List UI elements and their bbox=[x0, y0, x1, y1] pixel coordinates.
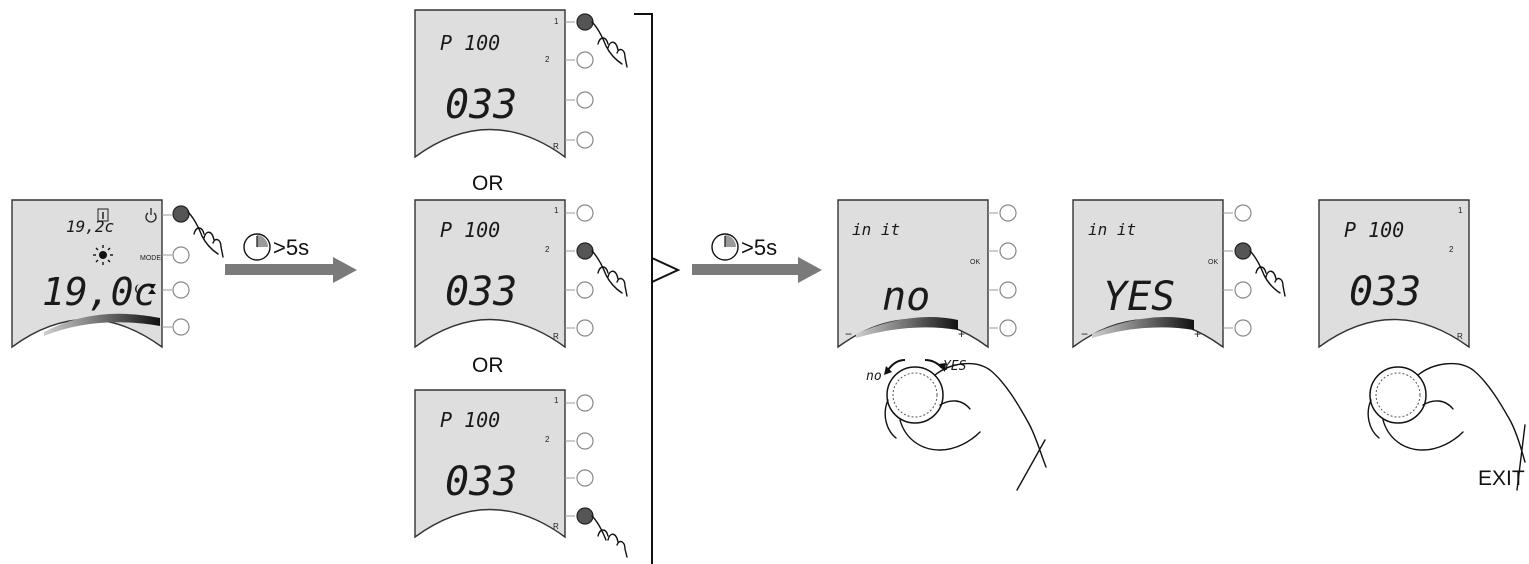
param-code: P 100 bbox=[1344, 218, 1404, 242]
button-r-label: R bbox=[1457, 332, 1463, 341]
thermometer-icon bbox=[97, 208, 109, 222]
power-button[interactable] bbox=[172, 205, 190, 223]
power-level-bar bbox=[44, 313, 160, 336]
plus-label: + bbox=[958, 327, 965, 341]
measured-temperature: 19,2c bbox=[66, 217, 114, 236]
init-yes-display: in it OK YES − + bbox=[1072, 199, 1286, 349]
button-1-label: 1 bbox=[554, 396, 559, 405]
button-r[interactable] bbox=[576, 319, 594, 337]
param-code: P 100 bbox=[440, 31, 500, 55]
button-r-label: R bbox=[553, 142, 559, 151]
button-2[interactable] bbox=[576, 242, 594, 260]
or-label-1: OR bbox=[472, 172, 504, 195]
button-2[interactable] bbox=[576, 51, 594, 69]
ok-button[interactable] bbox=[999, 242, 1017, 260]
init-value: no bbox=[882, 274, 930, 320]
button-2[interactable] bbox=[576, 432, 594, 450]
pressing-hand-icon bbox=[591, 515, 628, 558]
param-display-button-1: P 100 033 1 2 R bbox=[414, 9, 628, 159]
mode-button[interactable] bbox=[172, 246, 190, 264]
button-1-label: 1 bbox=[1458, 206, 1463, 215]
button-2-label: 2 bbox=[1449, 245, 1454, 254]
button-1[interactable] bbox=[576, 394, 594, 412]
param-value: 033 bbox=[445, 269, 517, 315]
button-r-label: R bbox=[553, 332, 559, 341]
button-1[interactable] bbox=[1234, 204, 1252, 222]
pressing-hand-icon bbox=[591, 250, 628, 297]
clock-icon bbox=[711, 233, 739, 261]
final-param-display: P 100 033 1 2 R bbox=[1318, 199, 1470, 349]
pressing-hand-icon bbox=[187, 211, 224, 258]
button-2-label: 2 bbox=[545, 245, 550, 254]
button-3[interactable] bbox=[1234, 281, 1252, 299]
level-bar bbox=[1092, 317, 1194, 338]
button-r[interactable] bbox=[576, 507, 594, 525]
init-title: in it bbox=[852, 220, 900, 239]
button-3[interactable] bbox=[576, 91, 594, 109]
level-bar bbox=[856, 317, 958, 338]
hold-time-label-1: >5s bbox=[273, 235, 309, 260]
param-display-button-r: P 100 033 1 2 R bbox=[414, 389, 628, 558]
param-code: P 100 bbox=[440, 218, 500, 242]
init-value: YES bbox=[1103, 274, 1175, 320]
thermostat-main-display: 19,2c 19,0c MODE bbox=[11, 199, 224, 349]
param-value: 033 bbox=[445, 459, 517, 505]
ok-label: OK bbox=[1208, 259, 1218, 266]
plus-label: + bbox=[1194, 327, 1201, 341]
rotate-left-arrow-icon bbox=[887, 359, 906, 371]
power-icon bbox=[145, 208, 157, 223]
exit-label: EXIT bbox=[1478, 467, 1525, 490]
button-3[interactable] bbox=[576, 281, 594, 299]
button-2-label: 2 bbox=[545, 55, 550, 64]
button-1-label: 1 bbox=[554, 206, 559, 215]
param-value: 033 bbox=[445, 82, 517, 128]
button-1[interactable] bbox=[576, 204, 594, 222]
knob-label-yes: YES bbox=[943, 359, 967, 374]
param-value: 033 bbox=[1349, 269, 1421, 315]
minus-label: − bbox=[845, 327, 852, 341]
init-no-display: in it OK no − + bbox=[837, 199, 1017, 349]
eco-button[interactable] bbox=[172, 281, 190, 299]
knob-icon bbox=[886, 366, 944, 424]
knob-label-no: no bbox=[866, 369, 882, 384]
button-2-label: 2 bbox=[545, 435, 550, 444]
hold-arrow-2: >5s bbox=[692, 233, 822, 283]
button-3[interactable] bbox=[999, 281, 1017, 299]
turning-hand-icon bbox=[884, 362, 1047, 491]
minus-label: − bbox=[1081, 327, 1088, 341]
mode-label: MODE bbox=[140, 255, 161, 262]
button-4[interactable] bbox=[1234, 319, 1252, 337]
button-1-label: 1 bbox=[554, 17, 559, 26]
pressing-hand-icon bbox=[1249, 250, 1286, 297]
button-r-label: R bbox=[553, 522, 559, 531]
turning-hand-icon bbox=[1367, 362, 1526, 491]
hold-time-label-2: >5s bbox=[741, 235, 777, 260]
ok-label: OK bbox=[970, 259, 980, 266]
clock-icon bbox=[243, 233, 271, 261]
button-3[interactable] bbox=[576, 469, 594, 487]
ok-button[interactable] bbox=[1234, 242, 1252, 260]
or-label-2: OR bbox=[472, 354, 504, 377]
knob-turn-illustration: no YES bbox=[866, 359, 1047, 491]
init-title: in it bbox=[1088, 220, 1136, 239]
options-bracket bbox=[634, 13, 681, 564]
button-4[interactable] bbox=[999, 319, 1017, 337]
sun-icon bbox=[93, 245, 113, 265]
button-1[interactable] bbox=[576, 13, 594, 31]
moon-timer-icon bbox=[135, 284, 156, 294]
button-r[interactable] bbox=[576, 131, 594, 149]
button-1[interactable] bbox=[999, 204, 1017, 222]
knob-icon bbox=[1369, 366, 1427, 424]
hold-arrow-1: >5s bbox=[225, 233, 357, 283]
param-display-button-2: P 100 033 1 2 R bbox=[414, 199, 628, 349]
setpoint-temperature: 19,0c bbox=[42, 270, 156, 314]
pressing-hand-icon bbox=[591, 21, 628, 68]
param-code: P 100 bbox=[440, 408, 500, 432]
bottom-button[interactable] bbox=[172, 318, 190, 336]
knob-exit-illustration: EXIT bbox=[1367, 362, 1526, 491]
